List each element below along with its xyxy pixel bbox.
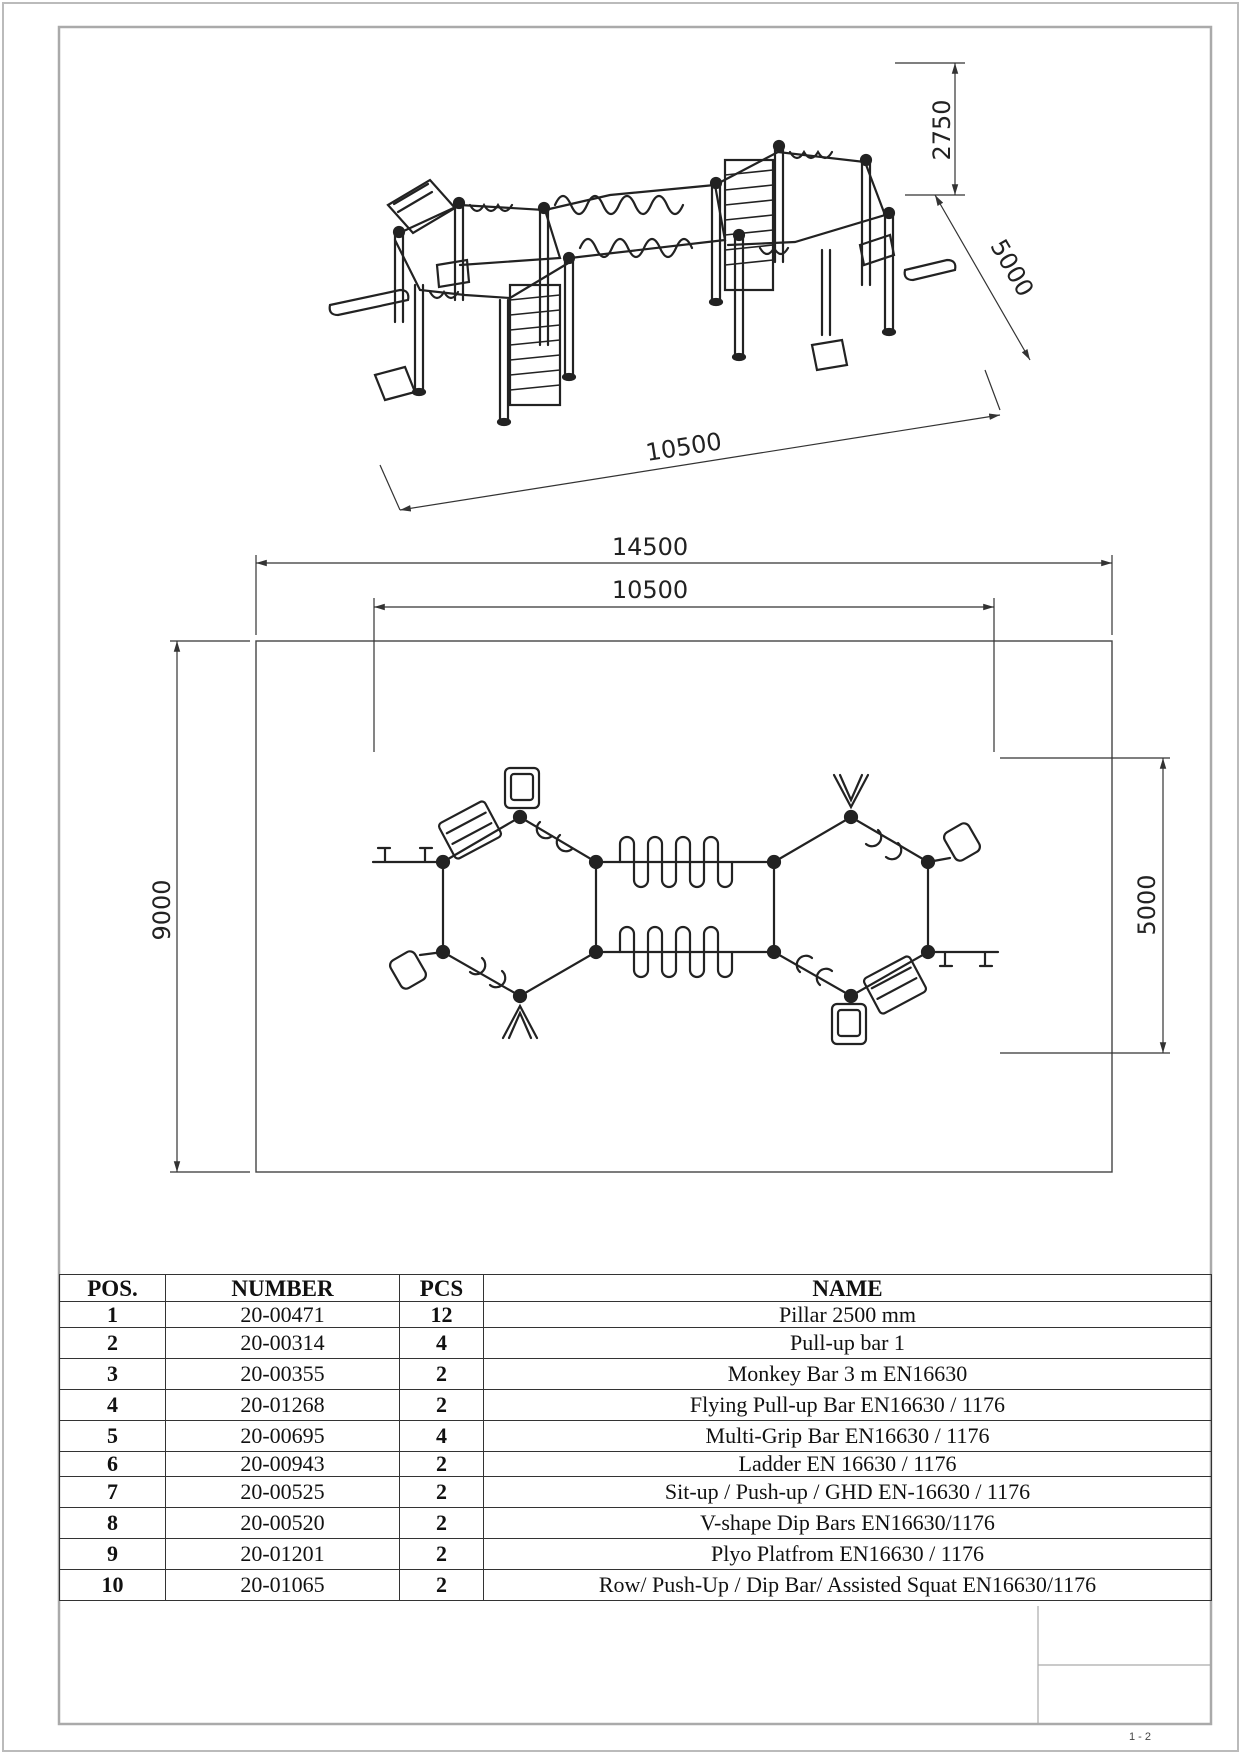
cell-pos: 7 [59, 1476, 166, 1508]
cell-number: 20-00355 [165, 1358, 400, 1390]
cell-name: V-shape Dip Bars EN16630/1176 [483, 1507, 1212, 1539]
cell-pcs: 2 [399, 1476, 484, 1508]
cell-pcs: 12 [399, 1301, 484, 1328]
cell-name: Plyo Platfrom EN16630 / 1176 [483, 1538, 1212, 1570]
cell-pcs: 2 [399, 1451, 484, 1477]
cell-pos: 6 [59, 1451, 166, 1477]
cell-number: 20-00525 [165, 1476, 400, 1508]
cell-pcs: 4 [399, 1420, 484, 1452]
table-row: 2 20-00314 4 Pull-up bar 1 [59, 1327, 1212, 1359]
cell-number: 20-00520 [165, 1507, 400, 1539]
dim-iso-height: 2750 [928, 99, 956, 160]
table-row: 7 20-00525 2 Sit-up / Push-up / GHD EN-1… [59, 1476, 1212, 1508]
cell-number: 20-01201 [165, 1538, 400, 1570]
dim-plan-inner-width: 10500 [612, 576, 688, 604]
table-row: 9 20-01201 2 Plyo Platfrom EN16630 / 117… [59, 1538, 1212, 1570]
cell-number: 20-00695 [165, 1420, 400, 1452]
table-row: 10 20-01065 2 Row/ Push-Up / Dip Bar/ As… [59, 1569, 1212, 1601]
table-row: 8 20-00520 2 V-shape Dip Bars EN16630/11… [59, 1507, 1212, 1539]
plan-dimension-lines [170, 555, 1170, 1173]
plan-safety-area [255, 640, 1113, 1173]
cell-name: Row/ Push-Up / Dip Bar/ Assisted Squat E… [483, 1569, 1212, 1601]
title-block [1037, 1606, 1211, 1724]
inner-border [57, 25, 1213, 1726]
cell-pos: 8 [59, 1507, 166, 1539]
cell-pcs: 2 [399, 1569, 484, 1601]
plan-view [371, 766, 1000, 1046]
col-header-name: NAME [483, 1274, 1212, 1302]
table-row: 6 20-00943 2 Ladder EN 16630 / 1176 [59, 1451, 1212, 1477]
cell-pcs: 2 [399, 1507, 484, 1539]
cell-number: 20-01065 [165, 1569, 400, 1601]
cell-pos: 5 [59, 1420, 166, 1452]
cell-number: 20-01268 [165, 1389, 400, 1421]
cell-pcs: 4 [399, 1327, 484, 1359]
cell-pos: 3 [59, 1358, 166, 1390]
col-header-number: NUMBER [165, 1274, 400, 1302]
cell-pcs: 2 [399, 1538, 484, 1570]
cell-pos: 10 [59, 1569, 166, 1601]
col-header-pcs: PCS [399, 1274, 484, 1302]
cell-pcs: 2 [399, 1389, 484, 1421]
col-header-pos: POS. [59, 1274, 166, 1302]
cell-number: 20-00471 [165, 1301, 400, 1328]
table-row: 3 20-00355 2 Monkey Bar 3 m EN16630 [59, 1358, 1212, 1390]
cell-pos: 1 [59, 1301, 166, 1328]
cell-pos: 9 [59, 1538, 166, 1570]
dim-iso-width: 5000 [985, 235, 1040, 302]
cell-name: Multi-Grip Bar EN16630 / 1176 [483, 1420, 1212, 1452]
cell-pos: 4 [59, 1389, 166, 1421]
bill-of-materials: POS. NUMBER PCS NAME 1 20-00471 12 Pilla… [59, 1274, 1212, 1601]
cell-pcs: 2 [399, 1358, 484, 1390]
dim-plan-outer-height: 9000 [148, 879, 176, 940]
dim-plan-inner-height: 5000 [1133, 874, 1161, 935]
cell-name: Pillar 2500 mm [483, 1301, 1212, 1328]
cell-name: Sit-up / Push-up / GHD EN-16630 / 1176 [483, 1476, 1212, 1508]
cell-name: Flying Pull-up Bar EN16630 / 1176 [483, 1389, 1212, 1421]
iso-dimension-lines [379, 62, 1031, 512]
cell-pos: 2 [59, 1327, 166, 1359]
bom-header-row: POS. NUMBER PCS NAME [59, 1274, 1212, 1302]
dim-plan-outer-width: 14500 [612, 533, 688, 561]
isometric-view [328, 139, 957, 427]
table-row: 1 20-00471 12 Pillar 2500 mm [59, 1301, 1212, 1328]
cell-number: 20-00314 [165, 1327, 400, 1359]
cell-number: 20-00943 [165, 1451, 400, 1477]
cell-name: Ladder EN 16630 / 1176 [483, 1451, 1212, 1477]
cell-name: Pull-up bar 1 [483, 1327, 1212, 1359]
table-row: 5 20-00695 4 Multi-Grip Bar EN16630 / 11… [59, 1420, 1212, 1452]
table-row: 4 20-01268 2 Flying Pull-up Bar EN16630 … [59, 1389, 1212, 1421]
cell-name: Monkey Bar 3 m EN16630 [483, 1358, 1212, 1390]
page-number: 1 - 2 [1129, 1731, 1151, 1743]
